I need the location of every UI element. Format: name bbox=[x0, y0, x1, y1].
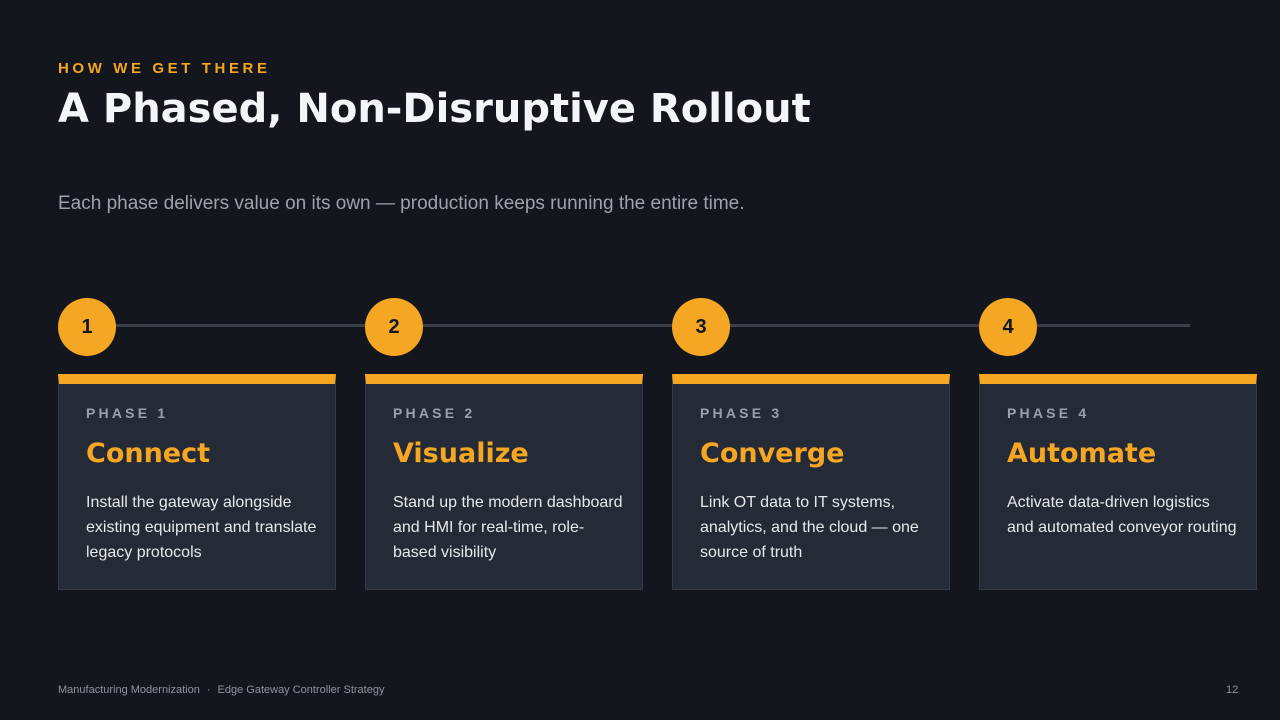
phase-card-visualize: PHASE 2 Visualize Stand up the modern da… bbox=[365, 374, 643, 590]
footer-separator: · bbox=[206, 684, 211, 696]
phase-title: Automate bbox=[1007, 438, 1157, 469]
footer-deck-subtitle: Edge Gateway Controller Strategy bbox=[217, 684, 385, 696]
phase-description: Link OT data to IT systems, analytics, a… bbox=[700, 494, 919, 561]
step-marker-3: 3 bbox=[672, 298, 730, 356]
page-number: 12 bbox=[1226, 684, 1239, 696]
step-marker-1: 1 bbox=[58, 298, 116, 356]
phase-label: PHASE 3 bbox=[700, 405, 783, 421]
phase-description: Install the gateway alongside existing e… bbox=[86, 494, 317, 561]
footer-deck-name: Manufacturing Modernization bbox=[58, 684, 200, 696]
step-marker-2: 2 bbox=[365, 298, 423, 356]
phase-label: PHASE 4 bbox=[1007, 405, 1090, 421]
slide-title: A Phased, Non-Disruptive Rollout bbox=[58, 86, 811, 132]
phase-title: Converge bbox=[700, 438, 845, 469]
phase-title: Visualize bbox=[393, 438, 529, 469]
phase-label: PHASE 2 bbox=[393, 405, 476, 421]
phase-card-connect: PHASE 1 Connect Install the gateway alon… bbox=[58, 374, 336, 590]
phase-description: Activate data-driven logistics and autom… bbox=[1007, 494, 1237, 536]
phase-card-converge: PHASE 3 Converge Link OT data to IT syst… bbox=[672, 374, 950, 590]
timeline-line bbox=[86, 324, 1190, 327]
phase-label: PHASE 1 bbox=[86, 405, 169, 421]
slide-subtitle: Each phase delivers value on its own — p… bbox=[58, 193, 745, 214]
phase-title: Connect bbox=[86, 438, 211, 469]
phase-card-automate: PHASE 4 Automate Activate data-driven lo… bbox=[979, 374, 1257, 590]
footer-deck-info: Manufacturing Modernization · Edge Gateway… bbox=[58, 684, 384, 696]
section-eyebrow: HOW WE GET THERE bbox=[58, 60, 271, 77]
step-marker-4: 4 bbox=[979, 298, 1037, 356]
phase-description: Stand up the modern dashboard and HMI fo… bbox=[393, 494, 623, 561]
